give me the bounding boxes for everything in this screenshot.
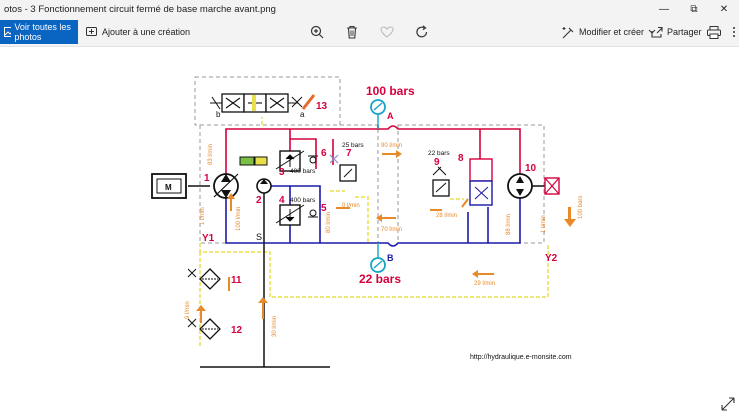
hydraulic-diagram: 100 bars 22 bars A B b a 1 2 3 4 5 6 7 8… [151, 76, 584, 368]
window-title: otos - 3 Fonctionnement circuit fermé de… [4, 3, 276, 15]
more-icon [733, 27, 735, 37]
add-creation-button[interactable]: Ajouter à une création [86, 20, 190, 44]
add-creation-icon [86, 26, 97, 36]
charge-pump [256, 178, 272, 194]
zoom-in-button[interactable] [308, 23, 326, 41]
control-valve [210, 93, 316, 113]
flow-1b: 1 l/min [541, 215, 547, 233]
spool-b-label: b [216, 110, 221, 119]
label-3: 3 [279, 167, 285, 178]
valve-22: 22 bars [428, 150, 450, 157]
hydraulic-motor [507, 173, 560, 199]
y2-label: Y2 [545, 253, 558, 264]
favorite-button[interactable] [378, 23, 396, 41]
window-controls: — ⧉ ✕ [649, 0, 739, 18]
gallery-icon [4, 27, 12, 37]
print-icon [707, 25, 721, 39]
see-all-photos-button[interactable]: Voir toutes les photos [0, 20, 78, 44]
flow-29: 29 l/min [474, 281, 495, 287]
flow-83: 83 l/min [208, 144, 214, 165]
flow-0: 0 l/min [342, 203, 360, 209]
label-13: 13 [316, 101, 328, 112]
favorite-icon [380, 26, 394, 38]
valve-25: 25 bars [342, 142, 364, 149]
pilot-lines [199, 117, 549, 347]
motor-label: M [165, 183, 172, 192]
maximize-button[interactable]: ⧉ [690, 3, 698, 15]
check-valves [308, 155, 318, 218]
flow-88: 88 l/min [506, 214, 512, 235]
close-button[interactable]: ✕ [719, 3, 729, 15]
title-bar: otos - 3 Fonctionnement circuit fermé de… [0, 0, 739, 18]
label-11: 11 [231, 275, 242, 286]
flushing-valve-8 [461, 158, 493, 208]
label-10: 10 [525, 163, 537, 174]
flow-28: 28 l/min [436, 213, 457, 219]
pressure-high-label: 100 bars [366, 84, 415, 98]
edit-create-button[interactable]: Modifier et créer [562, 20, 656, 44]
label-9: 9 [434, 157, 440, 168]
y1-label: Y1 [202, 233, 215, 244]
port-b-label: B [387, 253, 394, 263]
edit-create-icon [562, 26, 574, 38]
minimize-button[interactable]: — [659, 3, 669, 15]
image-viewer[interactable]: 100 bars 22 bars A B b a 1 2 3 4 5 6 7 8… [0, 47, 739, 415]
electric-motor [151, 173, 187, 199]
pressure-low-label: 22 bars [359, 272, 401, 286]
flow-100-bars: 100 bars [578, 196, 584, 219]
share-button[interactable]: Partager [651, 20, 702, 44]
add-creation-label: Ajouter à une création [102, 27, 191, 37]
pressure-valve-7 [329, 154, 357, 182]
tank-lines [188, 185, 545, 368]
label-1: 1 [204, 173, 210, 184]
label-12: 12 [231, 325, 243, 336]
label-8: 8 [458, 153, 464, 164]
print-button[interactable] [705, 23, 723, 41]
edit-create-label: Modifier et créer [579, 27, 645, 37]
filter-11 [187, 268, 221, 290]
flow-80: 80 l/min [326, 212, 332, 233]
expand-icon[interactable] [721, 397, 735, 411]
website-url: http://hydraulique.e-monsite.com [470, 354, 572, 361]
rotate-button[interactable] [413, 23, 431, 41]
flow-70: 70 l/min [381, 227, 402, 233]
more-button[interactable] [729, 23, 739, 41]
label-6: 6 [321, 148, 327, 159]
control-box [194, 76, 341, 126]
share-label: Partager [667, 27, 702, 37]
rotate-icon [416, 25, 428, 38]
filter-12 [187, 318, 221, 340]
label-4: 4 [279, 195, 285, 206]
main-pump [213, 173, 239, 199]
flow-90: 90 l/min [381, 143, 402, 149]
spool-a-label: a [300, 110, 305, 119]
toolbar: Voir toutes les photos Ajouter à une cré… [0, 18, 739, 47]
flow-100: 100 l/min [236, 207, 242, 231]
label-5: 5 [321, 203, 327, 214]
flow-9: 9 l/min [185, 301, 191, 319]
delete-icon [347, 25, 357, 39]
zoom-in-icon [310, 25, 324, 39]
relief-valve-4 [275, 204, 305, 226]
label-7: 7 [346, 148, 352, 159]
flow-arrows [196, 150, 576, 323]
label-2: 2 [256, 195, 262, 206]
relief-valve-9 [432, 166, 450, 197]
share-icon [651, 26, 663, 38]
flow-30: 30 l/min [272, 316, 278, 337]
valve-400a: 400 bars [290, 168, 316, 175]
see-all-photos-label: Voir toutes les photos [14, 22, 71, 42]
s-label: S [256, 232, 262, 242]
relief-valve-3 [275, 150, 305, 172]
flow-1a: 1 l/min [200, 207, 206, 225]
delete-button[interactable] [343, 23, 361, 41]
port-a-label: A [387, 111, 394, 121]
valve-400b: 400 bars [290, 197, 316, 204]
